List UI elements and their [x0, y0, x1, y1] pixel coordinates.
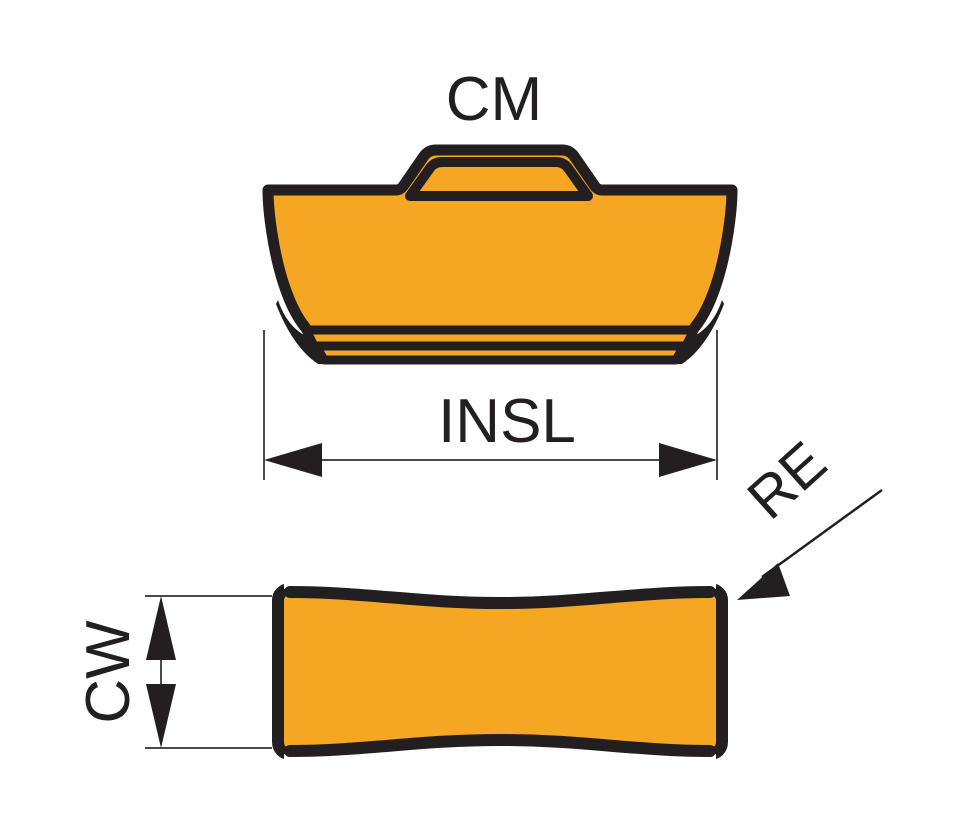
insert-body-outline [262, 144, 738, 339]
re-leader-line [761, 488, 883, 579]
insert-side-bottom-edge-stroke [284, 733, 716, 757]
side-view-insert [272, 583, 728, 762]
insert-side-top-concave-edge [284, 583, 716, 600]
insl-dimension-label: INSL [438, 387, 576, 456]
cw-arrowhead-bottom [146, 684, 176, 748]
cw-dimension-label: CW [74, 620, 143, 724]
front-view-insert: CM [262, 65, 738, 365]
insert-left-flank [276, 300, 326, 364]
insl-arrowhead-left [264, 443, 322, 477]
chipbreaker-tooth-inner-outline [405, 157, 593, 201]
cw-arrowhead-top [146, 596, 176, 660]
insl-arrowhead-right [659, 443, 717, 477]
insert-side-bottom-concave-edge [284, 743, 716, 762]
re-leader-arrowhead [737, 563, 790, 600]
cm-dimension-label: CM [446, 65, 542, 134]
insert-step-band-lower [311, 341, 689, 365]
cw-dimension-group: CW [74, 595, 272, 749]
insl-dimension-group: INSL [263, 330, 718, 480]
insert-side-top-edge-stroke [284, 586, 716, 610]
insert-right-flank [674, 300, 724, 364]
insert-side-profile-outline [272, 583, 728, 760]
